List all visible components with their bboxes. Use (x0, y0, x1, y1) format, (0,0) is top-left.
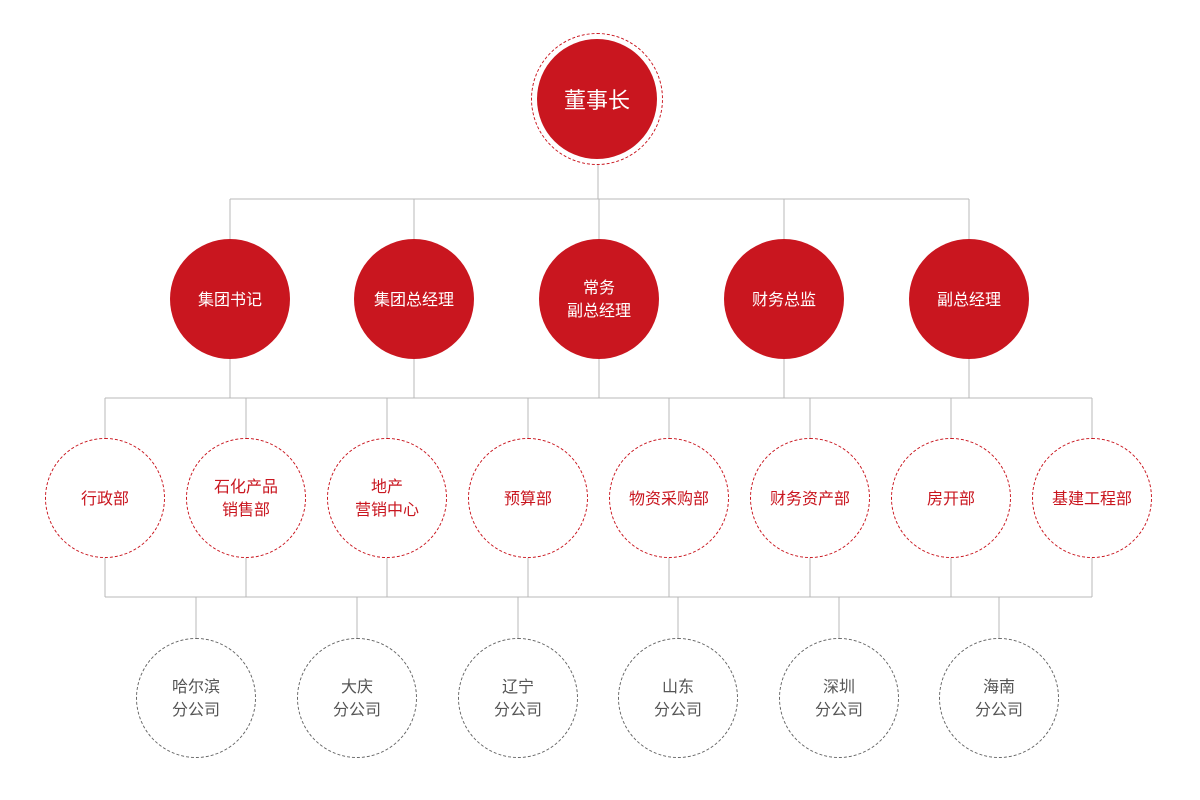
branch-label-line2: 分公司 (814, 700, 863, 719)
executive-label: 副总经理 (936, 289, 1001, 309)
department-budget[interactable]: 预算部 (468, 438, 588, 558)
branch-harbin[interactable]: 哈尔滨 分公司 (136, 638, 256, 758)
department-infrastructure[interactable]: 基建工程部 (1032, 438, 1152, 558)
executive-label-line2: 副总经理 (566, 301, 631, 320)
department-label: 预算部 (503, 488, 552, 508)
department-finance-assets[interactable]: 财务资产部 (750, 438, 870, 558)
branch-liaoning[interactable]: 辽宁 分公司 (458, 638, 578, 758)
executive-general-manager[interactable]: 集团总经理 (354, 239, 474, 359)
chairman-node[interactable]: 董事长 (537, 39, 657, 159)
branch-label-line1: 海南 (982, 677, 1015, 696)
department-label: 基建工程部 (1051, 488, 1132, 508)
department-procurement[interactable]: 物资采购部 (609, 438, 729, 558)
department-label: 财务资产部 (769, 488, 850, 508)
branch-label-line2: 分公司 (332, 700, 381, 719)
department-label: 行政部 (80, 488, 129, 508)
branch-label-line1: 辽宁 (501, 677, 534, 696)
branch-label-line1: 哈尔滨 (171, 677, 220, 696)
branch-label-line1: 深圳 (822, 677, 855, 696)
branch-label-line2: 分公司 (653, 700, 702, 719)
chairman-ring (531, 33, 663, 165)
executive-label: 集团总经理 (373, 289, 454, 309)
executive-label: 财务总监 (751, 289, 816, 309)
branch-shandong[interactable]: 山东 分公司 (618, 638, 738, 758)
branch-shenzhen[interactable]: 深圳 分公司 (779, 638, 899, 758)
executive-label: 集团书记 (197, 289, 262, 309)
branch-label-line2: 分公司 (974, 700, 1023, 719)
department-label: 物资采购部 (628, 488, 709, 508)
branch-label-line2: 分公司 (493, 700, 542, 719)
branch-hainan[interactable]: 海南 分公司 (939, 638, 1059, 758)
department-label-line1: 地产 (370, 477, 403, 496)
department-label-line2: 营销中心 (354, 500, 419, 519)
branch-label-line2: 分公司 (171, 700, 220, 719)
department-admin[interactable]: 行政部 (45, 438, 165, 558)
executive-executive-vp[interactable]: 常务 副总经理 (539, 239, 659, 359)
branch-daqing[interactable]: 大庆 分公司 (297, 638, 417, 758)
branch-label-line1: 山东 (661, 677, 694, 696)
department-petrochemical-sales[interactable]: 石化产品 销售部 (186, 438, 306, 558)
executive-label-line1: 常务 (582, 278, 615, 297)
branch-label-line1: 大庆 (340, 677, 373, 696)
executive-cfo[interactable]: 财务总监 (724, 239, 844, 359)
department-label-line1: 石化产品 (213, 477, 278, 496)
chairman-label: 董事长 (563, 89, 630, 114)
department-label-line2: 销售部 (221, 500, 270, 519)
department-real-estate-marketing[interactable]: 地产 营销中心 (327, 438, 447, 558)
department-property-development[interactable]: 房开部 (891, 438, 1011, 558)
executive-party-secretary[interactable]: 集团书记 (170, 239, 290, 359)
department-label: 房开部 (926, 488, 975, 508)
executive-vp[interactable]: 副总经理 (909, 239, 1029, 359)
